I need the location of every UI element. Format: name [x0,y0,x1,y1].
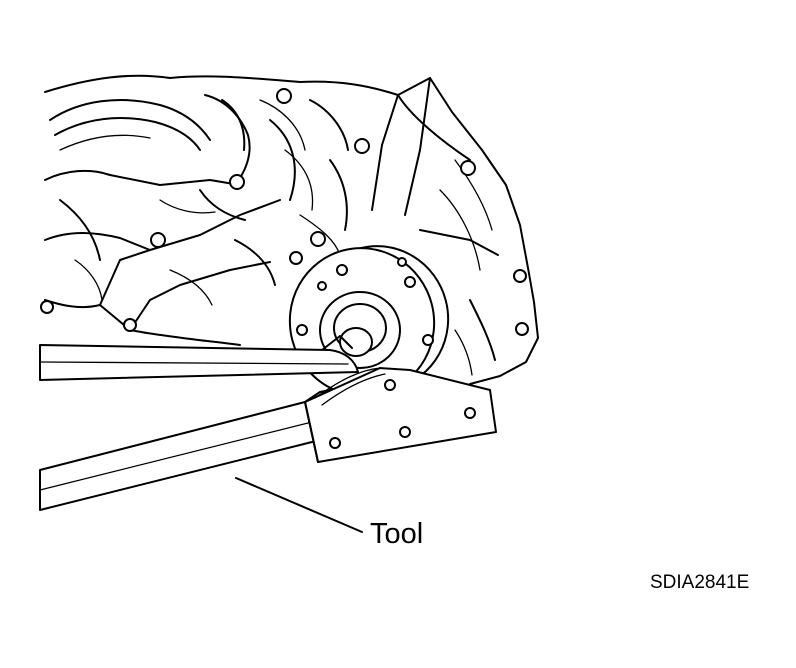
shaft-hub [321,303,387,357]
tool-bar [39,344,497,511]
figure-code: SDIA2841E [650,572,750,593]
bell-housing-ribs [49,94,499,376]
tool-label: Tool [370,518,424,550]
bolt-holes [40,88,529,336]
tool-leader-line [235,477,363,533]
